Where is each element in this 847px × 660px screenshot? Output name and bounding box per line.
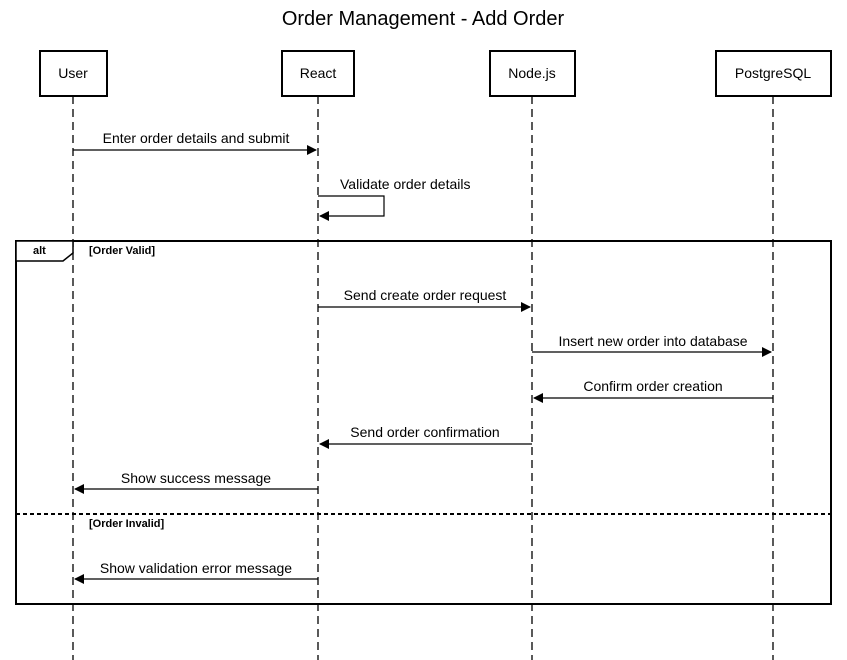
alt-frame: alt [Order Valid] [Order Invalid] — [15, 240, 832, 605]
actor-label: Node.js — [508, 65, 555, 81]
message-show-validation-error: Show validation error message — [74, 560, 318, 584]
actor-label: User — [58, 65, 88, 81]
guard-order-valid: [Order Valid] — [89, 245, 155, 257]
message-label: Enter order details and submit — [103, 130, 290, 146]
message-label: Send create order request — [344, 287, 507, 303]
message-enter-order-details: Enter order details and submit — [73, 130, 317, 155]
message-send-create-order: Send create order request — [318, 287, 531, 312]
actor-node: Node.js — [489, 50, 576, 97]
alt-operator: alt — [33, 245, 46, 257]
actor-react: React — [281, 50, 355, 97]
message-validate-order-details: Validate order details — [318, 176, 470, 221]
alt-frame-tab — [15, 240, 74, 262]
actor-user: User — [39, 50, 108, 97]
message-show-success: Show success message — [74, 470, 318, 494]
message-label: Confirm order creation — [583, 378, 722, 394]
message-label: Show validation error message — [100, 560, 292, 576]
message-send-order-confirmation: Send order confirmation — [319, 424, 532, 449]
message-label: Show success message — [121, 470, 271, 486]
diagram-title: Order Management - Add Order — [282, 8, 565, 30]
actor-label: React — [300, 65, 337, 81]
message-label: Send order confirmation — [350, 424, 499, 440]
message-insert-new-order: Insert new order into database — [532, 333, 772, 357]
message-label: Insert new order into database — [558, 333, 747, 349]
guard-order-invalid: [Order Invalid] — [89, 518, 165, 530]
actor-postgres: PostgreSQL — [715, 50, 832, 97]
message-label: Validate order details — [340, 176, 470, 192]
message-confirm-order-creation: Confirm order creation — [533, 378, 773, 403]
actor-label: PostgreSQL — [735, 65, 811, 81]
